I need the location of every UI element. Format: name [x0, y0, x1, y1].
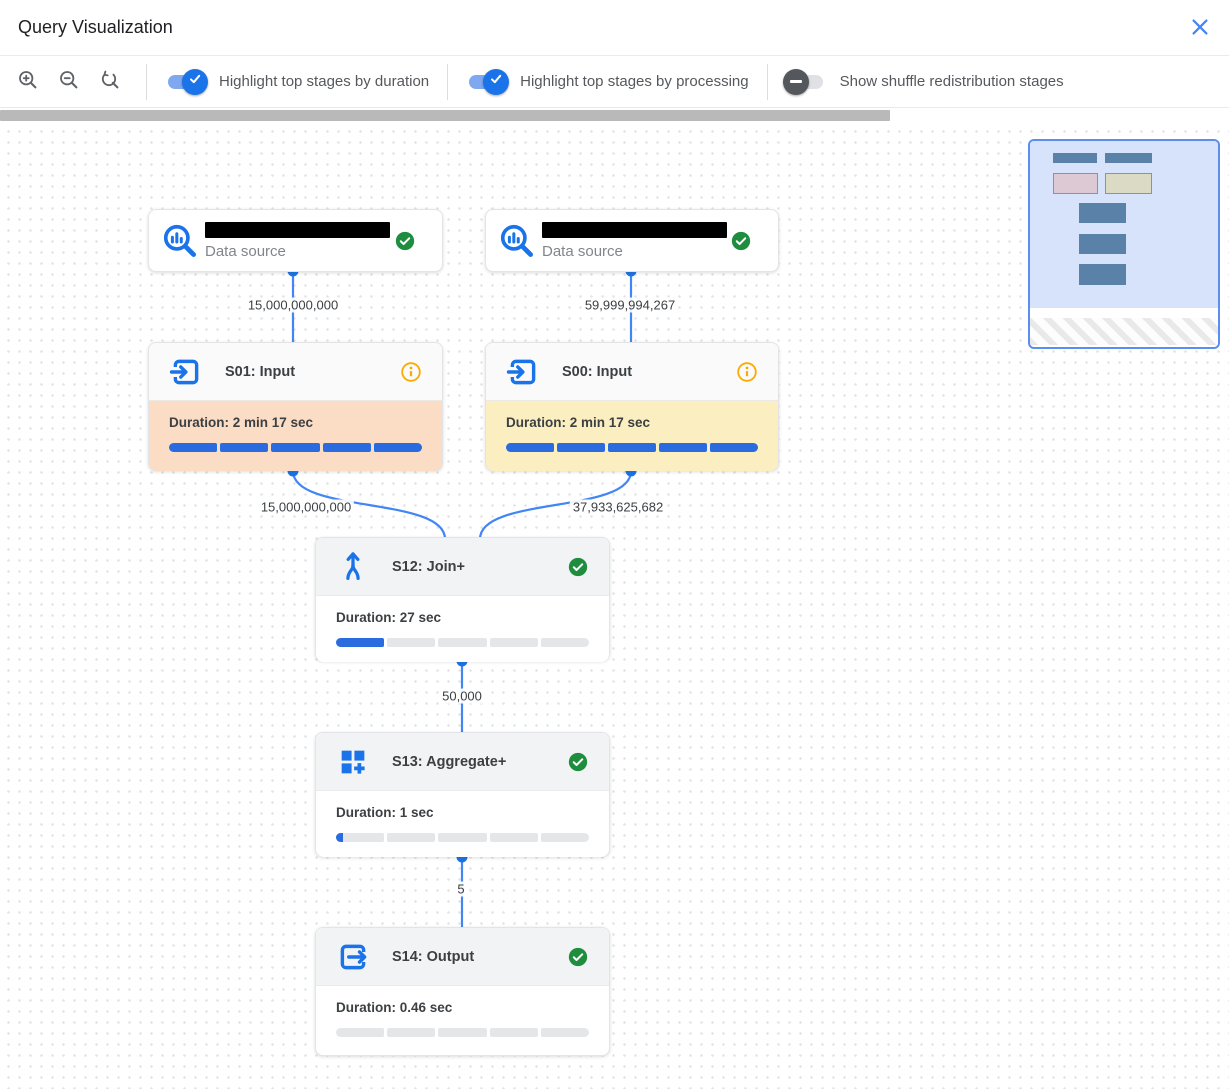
output-stage-icon [336, 940, 370, 974]
edge-row-count: 37,933,625,682 [569, 499, 667, 515]
stage-duration: Duration: 1 sec [336, 805, 434, 820]
minimap-node [1105, 153, 1152, 163]
bigquery-table-icon [161, 222, 199, 260]
toggle-label-shuffle: Show shuffle redistribution stages [839, 73, 1064, 90]
data-source-node-2[interactable]: Data source [485, 209, 779, 272]
join-stage-icon [336, 550, 370, 584]
dialog-header: Query Visualization [0, 0, 1229, 56]
minus-icon [789, 80, 802, 83]
minimap-out-of-view-hatch [1030, 318, 1218, 345]
horizontal-scrollbar-thumb[interactable] [0, 110, 890, 121]
stage-title: S14: Output [392, 948, 475, 965]
toggle-group-duration: Highlight top stages by duration [165, 68, 430, 95]
page-title: Query Visualization [18, 17, 173, 37]
aggregate-stage-icon [336, 745, 370, 779]
zoom-reset-icon [99, 69, 121, 94]
stage-progress-bar [169, 443, 423, 452]
zoom-in-icon [17, 69, 39, 94]
minimap-node [1079, 264, 1126, 285]
minimap-node-highlight-duration [1053, 173, 1098, 194]
check-circle-icon [730, 230, 752, 252]
stage-duration: Duration: 2 min 17 sec [169, 415, 314, 430]
info-icon[interactable] [736, 361, 758, 383]
toggle-highlight-processing[interactable] [466, 68, 510, 95]
stage-node-s14[interactable]: S14: Output Duration: 0.46 sec [315, 927, 610, 1056]
toggle-group-shuffle: Show shuffle redistribution stages [782, 68, 1064, 95]
toggle-label-processing: Highlight top stages by processing [520, 73, 749, 90]
minimap-node [1053, 153, 1097, 163]
graph-minimap[interactable] [1028, 139, 1220, 349]
data-source-label: Data source [205, 242, 286, 260]
close-icon [1189, 16, 1211, 41]
data-source-label: Data source [542, 242, 623, 260]
toolbar-divider [766, 63, 768, 100]
stage-node-s12[interactable]: S12: Join+ Duration: 27 sec [315, 537, 610, 662]
zoom-in-button[interactable] [16, 70, 40, 94]
zoom-out-icon [58, 69, 80, 94]
minimap-node [1079, 203, 1126, 223]
data-source-node-1[interactable]: Data source [148, 209, 443, 272]
stage-progress-bar [336, 833, 590, 842]
check-circle-icon [394, 230, 416, 252]
stage-duration: Duration: 0.46 sec [336, 1000, 453, 1015]
toggle-show-shuffle[interactable] [782, 68, 826, 95]
stage-title: S13: Aggregate+ [392, 753, 507, 770]
redacted-table-name [542, 221, 727, 238]
stage-node-s13[interactable]: S13: Aggregate+ Duration: 1 sec [315, 732, 610, 857]
zoom-controls [16, 70, 128, 94]
info-icon[interactable] [400, 361, 422, 383]
check-circle-icon [567, 556, 589, 578]
stage-node-s00[interactable]: S00: Input Duration: 2 min 17 sec [485, 342, 779, 471]
minimap-node-highlight-processing [1105, 173, 1152, 194]
check-icon [188, 72, 202, 91]
stage-progress-bar [336, 1028, 590, 1037]
query-graph-canvas[interactable]: 15,000,000,000 59,999,994,267 15,000,000… [0, 122, 1229, 1089]
edge-row-count: 59,999,994,267 [581, 297, 679, 313]
toggle-thumb [483, 68, 510, 95]
toggle-label-duration: Highlight top stages by duration [219, 73, 430, 90]
toggle-thumb [782, 68, 809, 95]
stage-duration: Duration: 27 sec [336, 610, 442, 625]
visualization-toolbar: Highlight top stages by duration Highlig… [0, 56, 1229, 108]
toggle-thumb [182, 68, 208, 95]
stage-duration: Duration: 2 min 17 sec [506, 415, 651, 430]
stage-node-s01[interactable]: S01: Input Duration: 2 min 17 sec [148, 342, 443, 471]
edge-row-count: 15,000,000,000 [244, 297, 342, 313]
stage-progress-bar [336, 638, 590, 647]
edge-row-count: 15,000,000,000 [257, 499, 355, 515]
toolbar-divider [146, 63, 147, 100]
edge-row-count: 50,000 [439, 688, 485, 704]
zoom-out-button[interactable] [57, 70, 81, 94]
bigquery-table-icon [498, 222, 536, 260]
minimap-node [1079, 234, 1126, 254]
close-button[interactable] [1187, 15, 1213, 41]
stage-title: S12: Join+ [392, 558, 465, 575]
toggle-group-processing: Highlight top stages by processing [466, 68, 749, 95]
zoom-reset-button[interactable] [98, 70, 122, 94]
redacted-table-name [205, 221, 390, 238]
toolbar-divider [447, 63, 449, 100]
check-icon [489, 72, 503, 91]
input-stage-icon [169, 355, 203, 389]
stage-progress-bar [506, 443, 758, 452]
toggle-highlight-duration[interactable] [165, 68, 208, 95]
edge-row-count: 5 [454, 881, 468, 897]
input-stage-icon [506, 355, 540, 389]
stage-title: S00: Input [562, 363, 633, 380]
check-circle-icon [567, 946, 589, 968]
stage-title: S01: Input [225, 363, 296, 380]
check-circle-icon [567, 751, 589, 773]
horizontal-scrollbar [0, 108, 1229, 122]
